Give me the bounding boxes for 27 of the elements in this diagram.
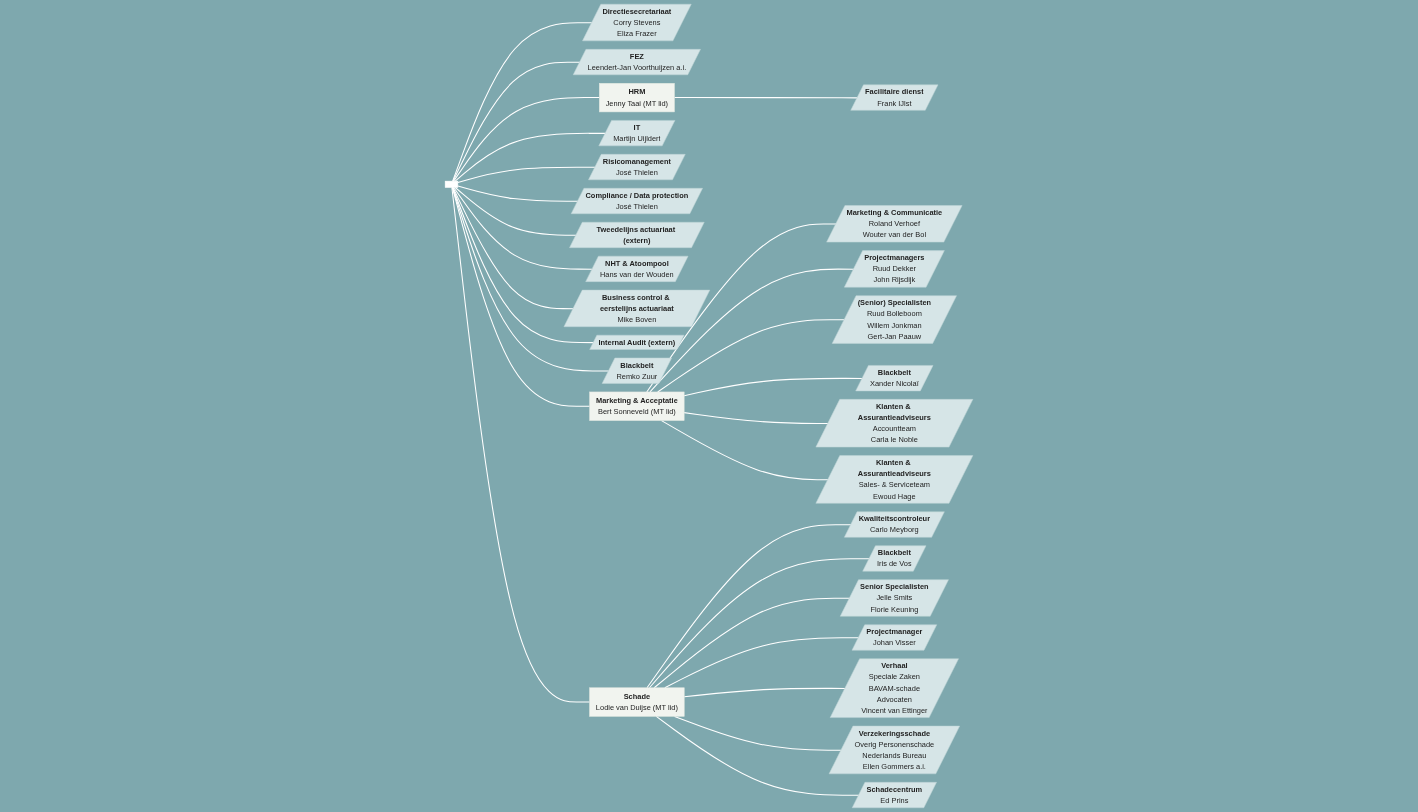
connector [453,186,593,270]
connector [452,22,593,182]
connector [683,377,863,397]
connector [452,186,574,310]
connector [683,412,829,425]
connector [646,524,852,689]
connector [457,185,579,202]
connector [661,420,829,481]
connector [648,558,870,689]
connector [451,186,591,703]
node-bar [444,180,459,188]
connector [454,186,577,236]
connector [653,597,851,689]
connector [657,319,845,393]
connector [673,97,858,99]
connector [655,715,860,796]
connector [451,186,591,407]
connector [664,637,860,689]
connector [457,166,596,183]
connector [649,268,855,393]
connector [683,687,846,698]
connector [453,97,600,182]
connector [674,715,842,751]
connector [454,132,606,182]
connector [452,61,581,182]
connector [452,186,595,344]
connector [452,186,610,372]
